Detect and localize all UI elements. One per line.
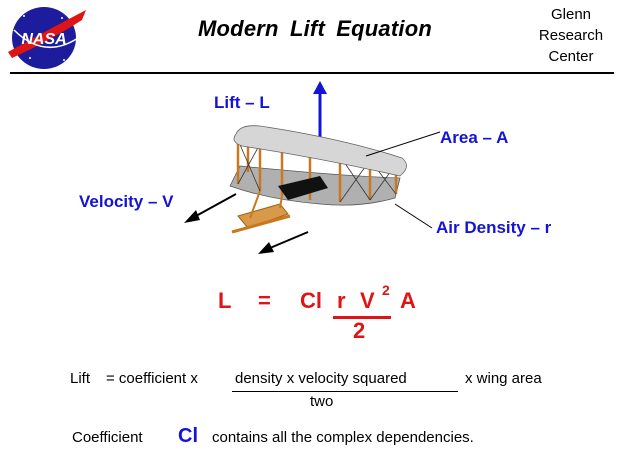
- formula-exponent: 2: [382, 282, 390, 298]
- coefficient-note-suffix: contains all the complex dependencies.: [212, 429, 474, 446]
- center-line-1: Glenn: [550, 6, 592, 23]
- page-title: Modern Lift Equation: [198, 16, 432, 41]
- formula-equals: =: [258, 288, 271, 313]
- word-equation-lift: Lift: [70, 370, 91, 387]
- logo-swoosh: [8, 10, 86, 58]
- center-line-3: Center: [548, 48, 594, 65]
- lift-label: Lift – L: [214, 93, 270, 112]
- word-equation-coefficient: = coefficient x: [106, 370, 198, 387]
- velocity-label: Velocity – V: [79, 192, 174, 211]
- word-equation-numerator: density x velocity squared: [235, 370, 407, 387]
- air-density-label: Air Density – r: [436, 218, 552, 237]
- header-divider: [10, 72, 614, 74]
- density-pointer: [394, 203, 433, 229]
- upper-wing: [233, 125, 407, 177]
- center-line-2: Research: [538, 27, 604, 44]
- coefficient-symbol: Cl: [178, 425, 198, 447]
- velocity-arrow-lower: [258, 231, 309, 254]
- area-pointer: [365, 131, 441, 157]
- area-label: Area – A: [440, 128, 509, 147]
- formula-coefficient: Cl: [300, 288, 322, 313]
- velocity-arrow-upper: [184, 193, 237, 223]
- formula-velocity: V: [360, 288, 375, 313]
- coefficient-note-prefix: Coefficient: [72, 429, 143, 446]
- engine: [278, 176, 328, 200]
- word-equation-suffix: x wing area: [465, 370, 542, 387]
- center-name: Glenn Research Center: [526, 4, 616, 67]
- wright-flyer-diagram: [184, 81, 441, 254]
- word-equation-fraction-bar: [232, 391, 458, 392]
- logo-orbit: [13, 29, 79, 49]
- logo-text: NASA: [21, 31, 66, 48]
- nasa-logo: NASA: [8, 7, 86, 69]
- formula-area: A: [400, 288, 416, 313]
- word-equation-denominator: two: [310, 393, 334, 410]
- elevator: [237, 203, 289, 229]
- formula-fraction-bar: [333, 316, 391, 319]
- formula-density: r: [337, 288, 346, 313]
- formula-lift: L: [218, 288, 232, 313]
- formula-denominator: 2: [353, 318, 366, 343]
